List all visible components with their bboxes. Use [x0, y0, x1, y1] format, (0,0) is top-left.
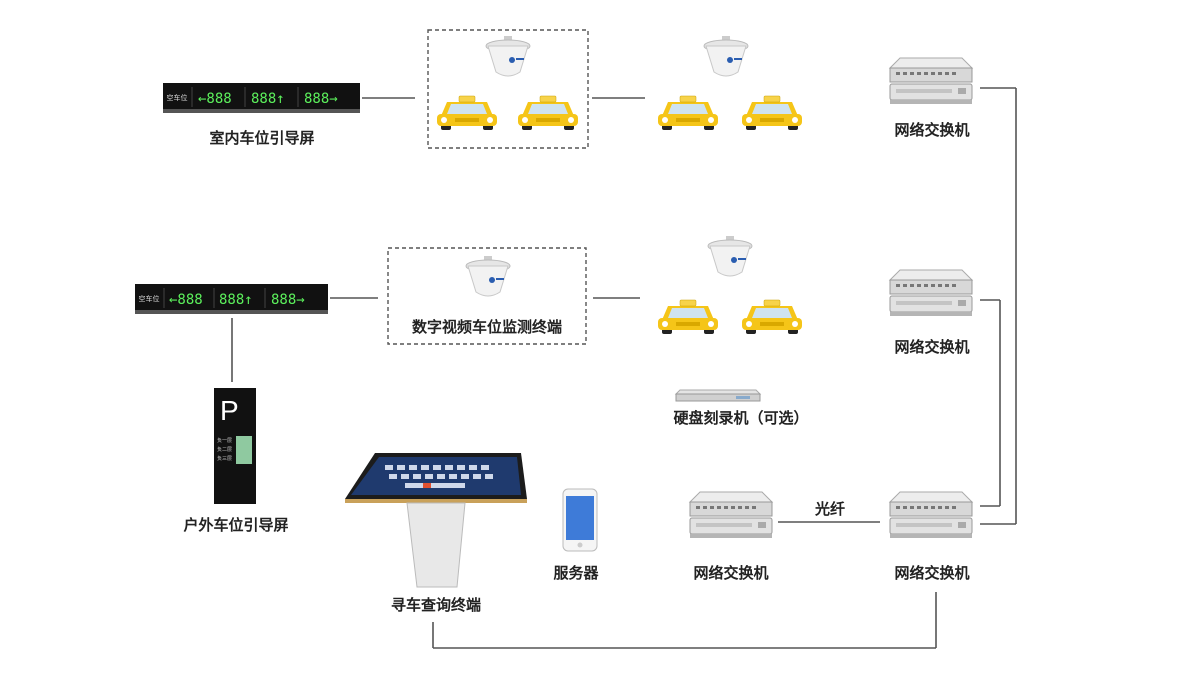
indoor-screen-label: 室内车位引导屏: [209, 129, 314, 147]
switch-bottom-left-label: 网络交换机: [693, 564, 768, 582]
video-terminal-box: [387, 247, 587, 345]
led-right: 888→: [271, 292, 305, 308]
switch-bottom-right-label: 网络交换机: [894, 564, 969, 582]
led-brand: 空车位: [139, 294, 160, 303]
network-switch-icon: [889, 491, 973, 539]
car-icon: [741, 95, 803, 131]
hdd-recorder-label: 硬盘刻录机（可选）: [673, 409, 808, 427]
camera-icon: [465, 255, 511, 297]
indoor-camera-group-box: [427, 29, 589, 149]
video-terminal-label: 数字视频车位监测终端: [412, 318, 562, 336]
sign-row-1: 负一层: [217, 437, 232, 444]
sign-row-2: 负二层: [217, 446, 232, 453]
camera-icon: [485, 35, 531, 77]
camera-icon: [707, 235, 753, 277]
outdoor-parking-sign: P 负一层 负二层 负三层: [214, 388, 256, 504]
network-switch-icon: [889, 269, 973, 317]
car-icon: [741, 299, 803, 335]
car-icon: [436, 95, 498, 131]
camera-icon: [703, 35, 749, 77]
server-phone-icon: [562, 488, 598, 552]
parking-letter: P: [220, 395, 239, 426]
car-icon: [657, 95, 719, 131]
led-right: 888→: [304, 91, 338, 107]
switch-mid-label: 网络交换机: [894, 338, 969, 356]
query-terminal-label: 寻车查询终端: [391, 596, 481, 614]
car-icon: [517, 95, 579, 131]
led-left: ←888: [169, 292, 203, 308]
network-switch-icon: [689, 491, 773, 539]
led-brand: 空车位: [167, 93, 188, 102]
outdoor-led-screen: 空车位 ←888 888↑ 888→: [135, 284, 328, 314]
led-middle: 888↑: [219, 292, 253, 308]
outdoor-screen-label: 户外车位引导屏: [183, 516, 288, 534]
hdd-recorder-icon: [674, 389, 762, 402]
query-kiosk-icon: [345, 453, 527, 588]
car-icon: [657, 299, 719, 335]
indoor-led-screen: 空车位 ←888 888↑ 888→: [163, 83, 360, 113]
led-middle: 888↑: [251, 91, 285, 107]
connection-lines: [231, 87, 1017, 649]
server-label: 服务器: [553, 564, 599, 582]
led-left: ←888: [198, 91, 232, 107]
fiber-label: 光纤: [814, 500, 845, 518]
network-switch-icon: [889, 57, 973, 105]
sign-row-3: 负三层: [217, 455, 232, 462]
switch-top-label: 网络交换机: [894, 121, 969, 139]
